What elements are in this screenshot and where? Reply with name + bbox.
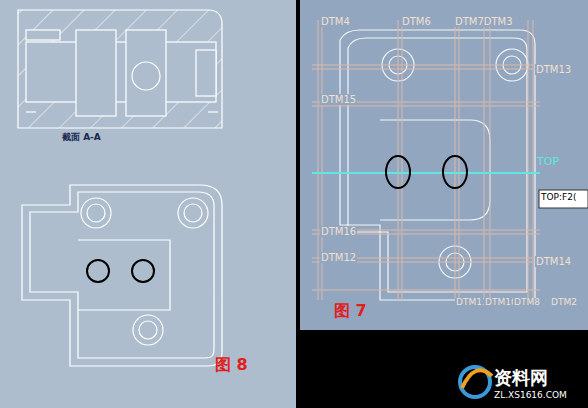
datum-label: DTM6: [401, 16, 432, 27]
datum-label: DTM12: [320, 252, 357, 263]
datum-label: DTM4: [320, 16, 351, 27]
datum-label: DTM16: [320, 226, 357, 237]
watermark: 资料网: [494, 368, 548, 388]
datum-label: DTM15: [320, 94, 357, 105]
watermark: ZL.XS1616.COM: [494, 391, 567, 401]
datum-label: DTM2: [550, 298, 578, 308]
figure-number: 图 8: [215, 356, 248, 374]
datum-label: DTM8: [513, 298, 541, 308]
datum-label: TOP: [536, 156, 560, 168]
section-title: 截面 A-A: [62, 133, 101, 143]
figure-number: 图 7: [334, 302, 367, 320]
datum-label: DTM13: [535, 64, 572, 75]
datum-label: DTM14: [535, 256, 572, 267]
datum-label: DTM7DTM3: [454, 16, 514, 27]
info-tag: TOP:F2(: [541, 193, 576, 203]
